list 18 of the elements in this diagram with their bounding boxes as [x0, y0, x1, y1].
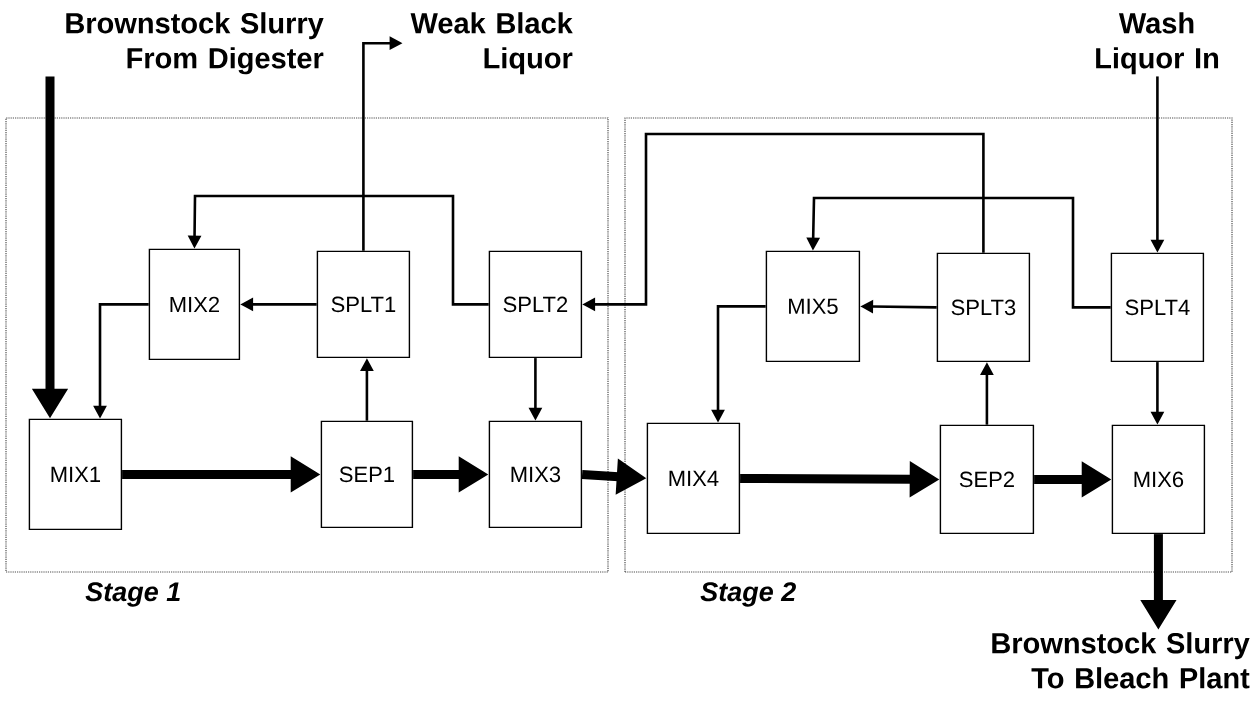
stream-label: Weak Black Liquor	[410, 12, 573, 75]
unit-box: SPLT4	[1110, 252, 1205, 363]
unit-box: SPLT3	[936, 252, 1031, 363]
unit-box: MIX2	[148, 248, 241, 361]
stage-label: Stage 2	[700, 582, 796, 607]
unit-box: MIX3	[488, 420, 583, 529]
unit-box: SEP1	[320, 420, 414, 529]
stream-label: Brownstock Slurry To Bleach Plant	[992, 632, 1250, 689]
unit-box: SPLT2	[488, 250, 583, 359]
stream-label: Brownstock Slurry From Digester	[66, 12, 324, 75]
unit-box: MIX6	[1111, 424, 1206, 535]
unit-box: SEP2	[939, 424, 1035, 535]
unit-box: MIX5	[765, 250, 861, 363]
stream-label: Wash Liquor In	[1096, 12, 1219, 75]
unit-box: MIX1	[28, 418, 123, 531]
unit-box: SPLT1	[316, 250, 411, 359]
stage-label: Stage 1	[85, 582, 180, 607]
unit-box: MIX4	[646, 422, 741, 535]
